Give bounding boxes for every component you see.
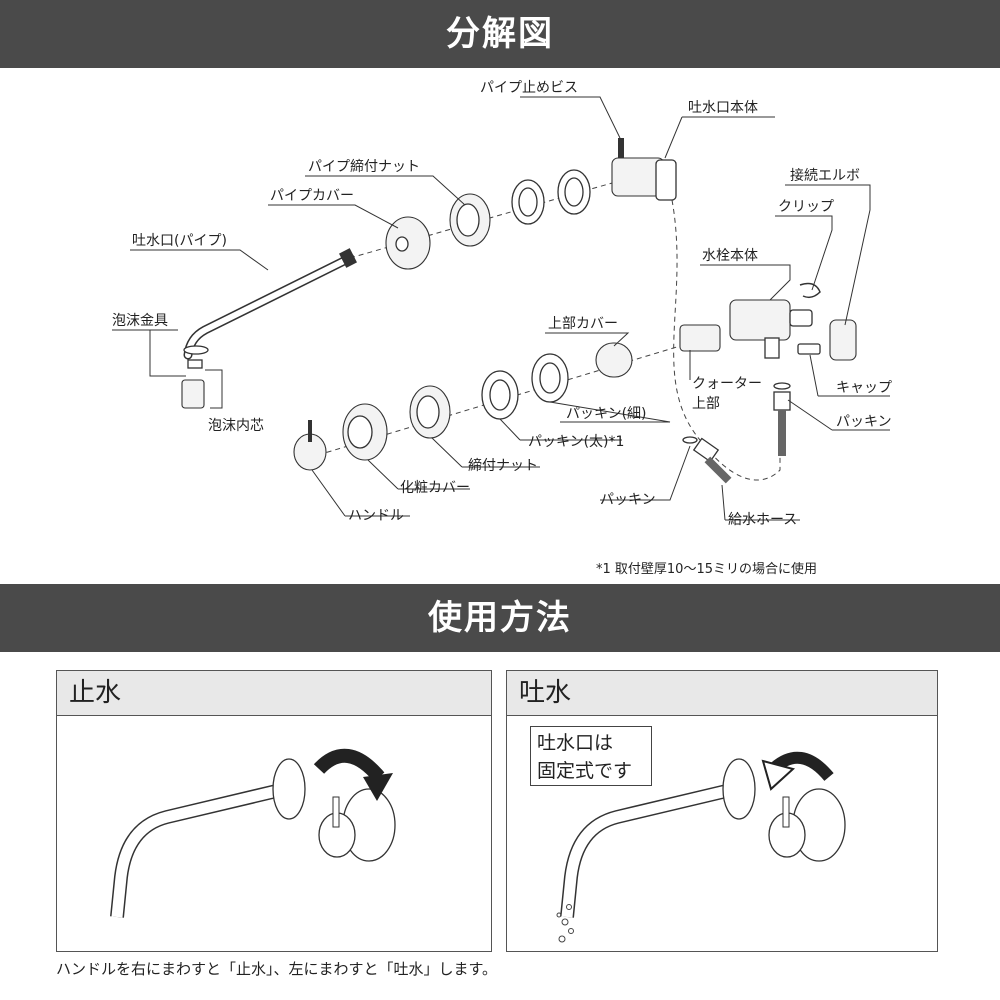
label-aerator-core: 泡沫内芯 (208, 418, 264, 434)
quarter-top-shape (679, 324, 721, 352)
fixed-note-line1: 吐水口は (537, 732, 614, 754)
label-upper-cover: 上部カバー (548, 316, 618, 332)
usage-instruction: ハンドルを右にまわすと「止水」、左にまわすと「吐水」します。 (56, 960, 498, 978)
footnote-star: *1 取付壁厚10～15ミリの場合に使用 (596, 561, 817, 577)
clip-shape (799, 282, 821, 299)
label-pipe-nut: パイプ締付ナット (308, 158, 420, 175)
panel-stop-water: 止水 (56, 670, 492, 952)
spout-body-elbow (655, 159, 677, 201)
washer-1-hole (518, 187, 538, 217)
label-handle: ハンドル (348, 508, 404, 524)
label-faucet-body: 水栓本体 (702, 248, 758, 264)
packing-right-shape (773, 382, 791, 390)
label-pipe-stop-screw: パイプ止めビス (480, 80, 578, 96)
label-packing-thick: パッキン(太)*1 (528, 434, 624, 450)
spout-pipe-inner (185, 255, 353, 358)
exploded-diagram: パイプ止めビス 吐水口本体 パイプ締付ナット パイプカバー 吐水口(パイプ) 泡… (112, 80, 892, 577)
axis-hose (671, 199, 781, 481)
pipe-cover-hole (395, 236, 409, 252)
label-packing-bottom: パッキン (600, 492, 656, 508)
pipe-nut-hole (456, 203, 480, 237)
hose-right-fitting (773, 391, 791, 411)
stop-illustration (110, 748, 396, 918)
label-cap: キャップ (836, 380, 892, 396)
aerator-small (187, 359, 203, 369)
panel-stop-title: 止水 (57, 671, 491, 716)
hose-bottom-fitting (692, 437, 720, 463)
spout-fixed-note: 吐水口は 固定式です (530, 726, 652, 786)
label-aerator: 泡沫金具 (112, 313, 168, 329)
label-spout-pipe: 吐水口(パイプ) (132, 233, 227, 249)
faucet-body-port (789, 309, 813, 327)
panel-flow-title: 吐水 (507, 671, 937, 716)
clockwise-arrow-icon (313, 748, 385, 782)
stop-handle-lever (332, 796, 340, 828)
cap-shape (797, 343, 821, 355)
label-packing-right: パッキン (836, 414, 892, 430)
label-pipe-cover: パイプカバー (270, 188, 354, 204)
water-stream-icon (556, 904, 574, 943)
flow-wall-flange (722, 758, 756, 820)
decor-cover-hole (347, 415, 373, 449)
clockwise-arrow-head (363, 773, 393, 801)
pipe-stop-screw-shape (618, 138, 624, 158)
aerator-ring (183, 345, 209, 355)
faucet-body-shape (729, 299, 791, 341)
washer-2-hole (564, 177, 584, 207)
label-packing-thin: パッキン(細) (566, 406, 647, 422)
counterclockwise-arrow-head (761, 759, 796, 791)
packing-thin-hole (539, 362, 561, 394)
panel-flow-water: 吐水 (506, 670, 938, 952)
label-quarter-top-1: クォーター (692, 376, 762, 392)
usage-banner: 使用方法 (0, 584, 1000, 652)
label-spout-body: 吐水口本体 (688, 100, 758, 116)
exploded-view-banner: 分解図 (0, 0, 1000, 68)
packing-thick-hole (489, 379, 511, 411)
flow-spout (561, 783, 737, 918)
upper-cover-shape (595, 342, 633, 378)
faucet-body-stem (764, 337, 780, 359)
label-quarter-top-2: 上部 (692, 396, 720, 412)
fixed-note-line2: 固定式です (537, 760, 633, 782)
spout-pipe-end (339, 248, 357, 268)
flow-illustration (556, 751, 846, 943)
hose-right (778, 410, 786, 456)
label-connect-elbow: 接続エルボ (790, 167, 860, 184)
nut-hole (416, 395, 440, 429)
connect-elbow-shape (829, 319, 857, 361)
hose-bottom (704, 456, 732, 484)
label-clip: クリップ (778, 199, 834, 215)
aerator-core-shape (181, 379, 205, 409)
handle-lever (308, 420, 312, 442)
label-decor-cover: 化粧カバー (400, 480, 470, 496)
stop-wall-flange (272, 758, 306, 820)
flow-handle-lever (782, 796, 790, 828)
label-nut: 締付ナット (468, 457, 538, 474)
packing-bottom-shape (682, 436, 698, 444)
label-supply-hose: 給水ホース (728, 512, 797, 528)
